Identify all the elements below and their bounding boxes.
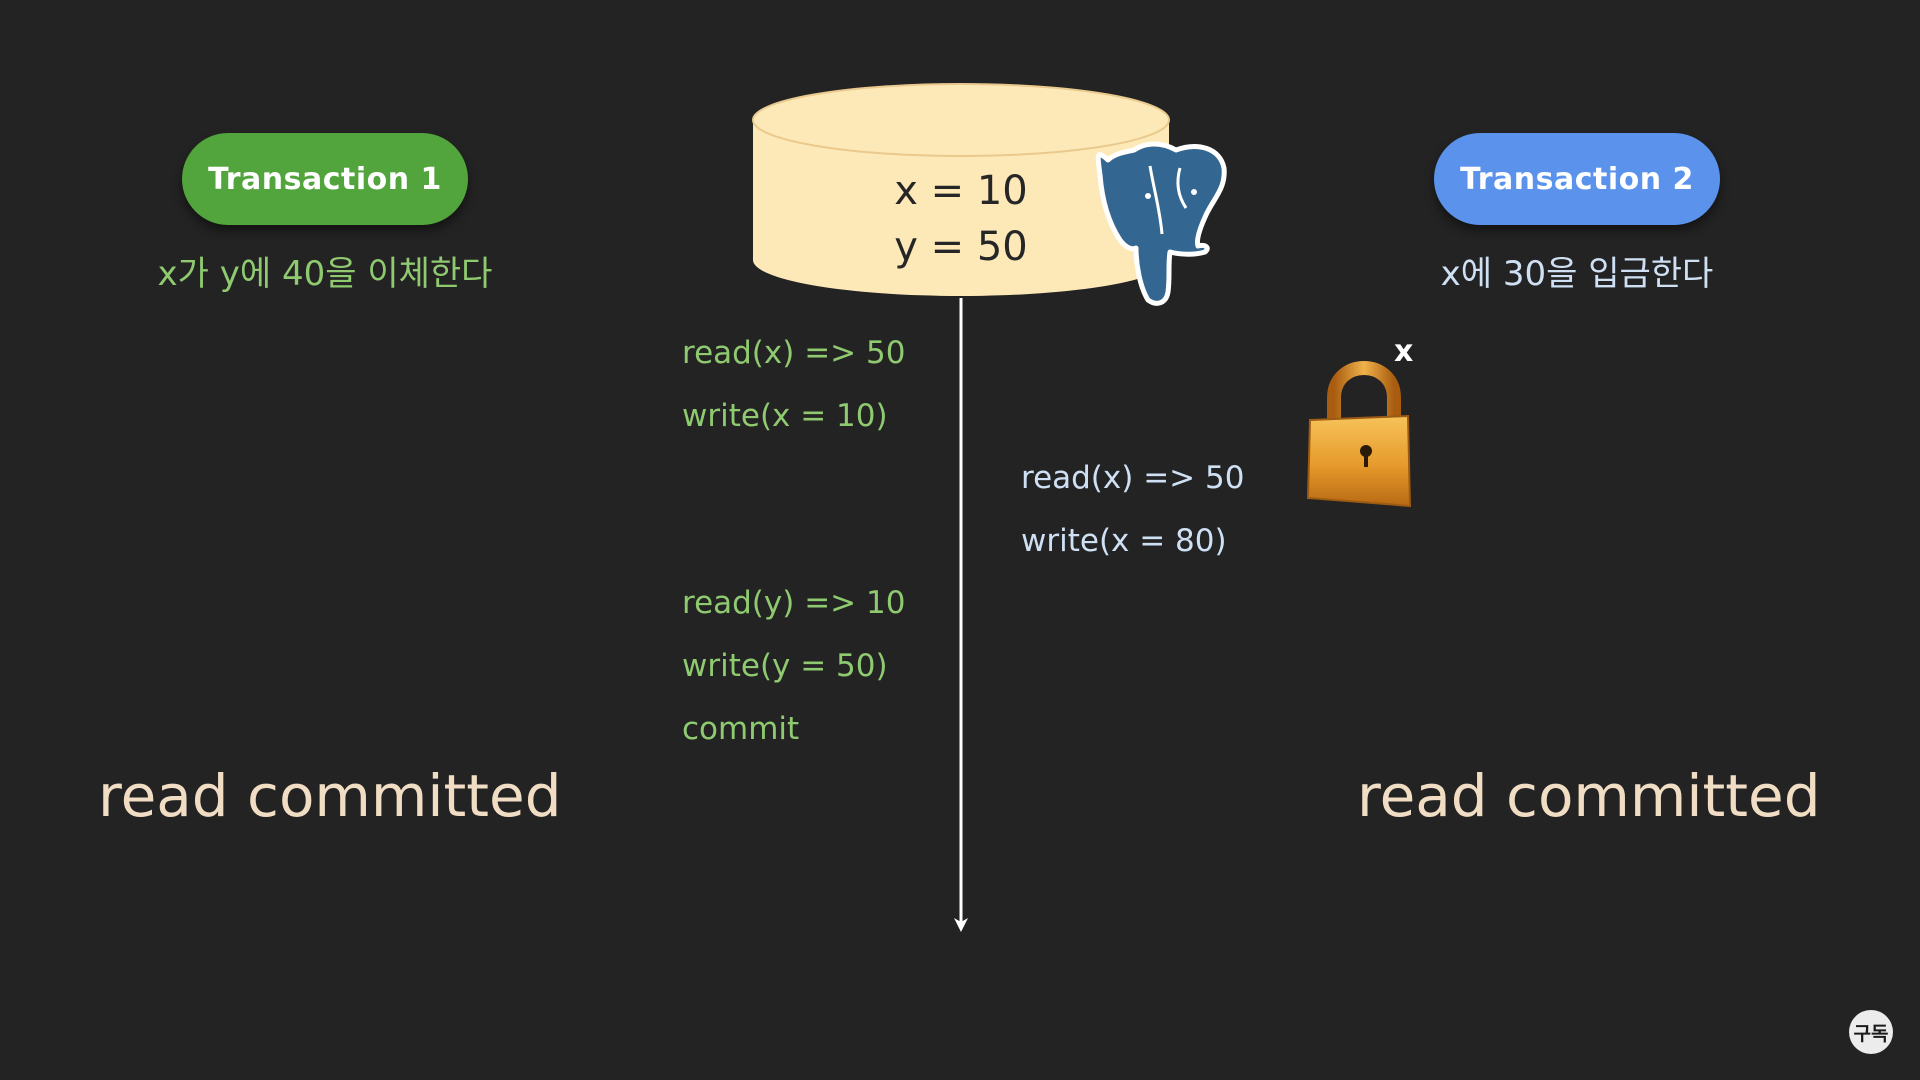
transaction-2-description: x에 30을 입금한다 xyxy=(1440,254,1714,294)
db-x-value: x = 10 xyxy=(894,168,1028,214)
isolation-level-left: read committed xyxy=(98,762,562,830)
t2-op: read(x) => 50 xyxy=(1021,460,1245,496)
transaction-2-label: Transaction 2 xyxy=(1434,133,1720,225)
database-values: x = 10 y = 50 xyxy=(753,168,1169,278)
database-cylinder xyxy=(752,83,1170,296)
t1-op: read(x) => 50 xyxy=(682,335,906,371)
isolation-level-right: read committed xyxy=(1357,762,1821,830)
t1-op: write(y = 50) xyxy=(682,648,888,684)
padlock-icon xyxy=(1306,361,1412,508)
lock-target-label: x xyxy=(1394,334,1414,369)
db-y-value: y = 50 xyxy=(894,224,1028,270)
t1-op: commit xyxy=(682,711,800,747)
transaction-1-description: x가 y에 40을 이체한다 xyxy=(157,254,493,294)
t1-op: write(x = 10) xyxy=(682,398,888,434)
t2-op: write(x = 80) xyxy=(1021,523,1227,559)
subscribe-badge[interactable]: 구독 xyxy=(1849,1010,1893,1054)
postgresql-elephant-icon xyxy=(1095,141,1227,306)
t1-op: read(y) => 10 xyxy=(682,585,906,621)
transaction-1-label: Transaction 1 xyxy=(182,133,468,225)
